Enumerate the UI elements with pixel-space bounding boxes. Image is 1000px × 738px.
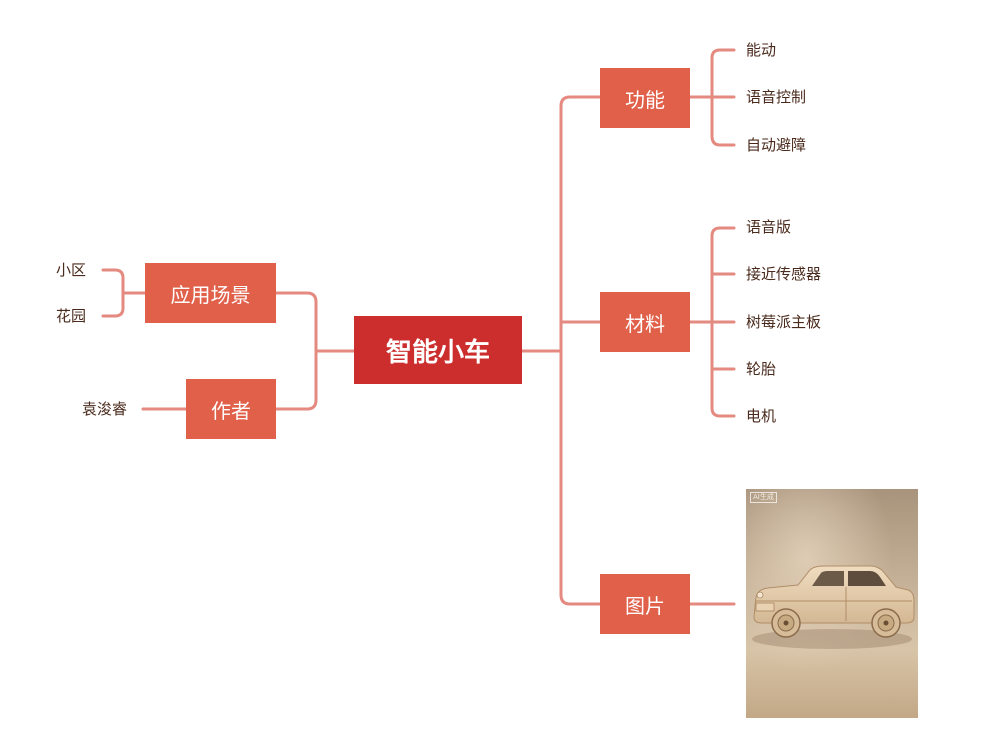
branch-label: 功能 [625, 87, 665, 112]
leaf-xiaoqu[interactable]: 小区 [56, 261, 87, 279]
connector-scene-leaves [101, 268, 147, 318]
leaf-yuyin-ban[interactable]: 语音版 [746, 218, 792, 236]
branch-label: 作者 [211, 398, 251, 423]
leaf-zidong-bizhang[interactable]: 自动避障 [746, 136, 807, 154]
leaf-author-name[interactable]: 袁浚睿 [82, 400, 128, 418]
wooden-toy-car-image[interactable]: AI生成 [746, 489, 918, 718]
branch-zuozhe[interactable]: 作者 [186, 379, 276, 439]
leaf-nengdong[interactable]: 能动 [746, 41, 777, 59]
root-node[interactable]: 智能小车 [354, 316, 522, 384]
connector-left-trunk [274, 291, 318, 411]
leaf-luntai[interactable]: 轮胎 [746, 360, 777, 378]
leaf-raspberry-pi-board[interactable]: 树莓派主板 [746, 313, 822, 331]
wooden-car-illustration [746, 489, 918, 718]
branch-cailiao[interactable]: 材料 [600, 292, 690, 352]
branch-label: 材料 [625, 311, 665, 336]
car-wheel-front [771, 608, 801, 638]
branch-yingyong-changjing[interactable]: 应用场景 [145, 263, 276, 323]
root-label: 智能小车 [385, 337, 490, 368]
leaf-jiejin-chuanganqi[interactable]: 接近传感器 [746, 265, 822, 283]
connector-right-trunk [559, 95, 602, 606]
branch-label: 应用场景 [170, 282, 251, 307]
ai-generated-badge: AI生成 [750, 492, 777, 503]
connector-gongneng-leaves [688, 48, 736, 147]
leaf-huayuan[interactable]: 花园 [56, 307, 87, 325]
leaf-yuyin-kongzhi[interactable]: 语音控制 [746, 88, 807, 106]
leaf-dianji[interactable]: 电机 [746, 407, 777, 425]
car-wheel-rear [871, 608, 901, 638]
branch-gongneng[interactable]: 功能 [600, 68, 690, 128]
branch-tupian[interactable]: 图片 [600, 574, 690, 634]
branch-label: 图片 [625, 593, 665, 618]
connector-cailiao-leaves [688, 226, 736, 418]
